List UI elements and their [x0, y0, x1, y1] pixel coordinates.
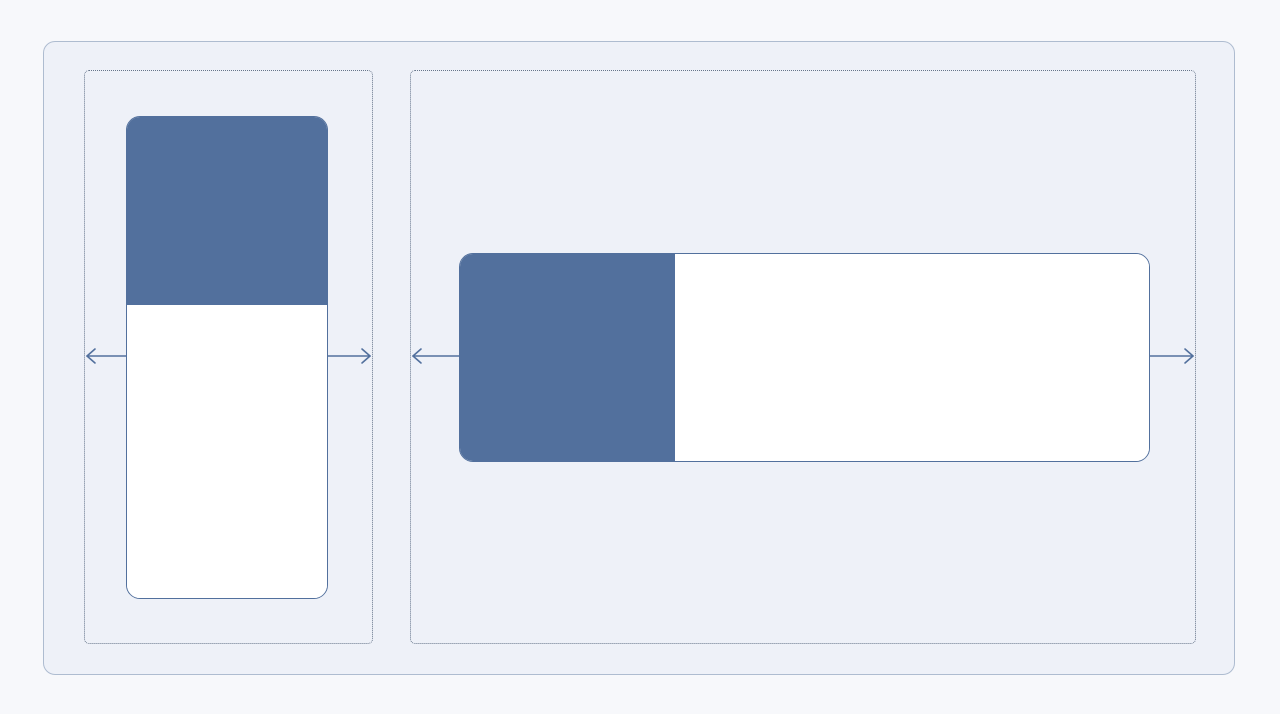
landscape-card	[459, 253, 1150, 462]
landscape-card-body	[675, 254, 1149, 461]
portrait-card	[126, 116, 328, 599]
landscape-layout-zone	[410, 70, 1196, 644]
portrait-card-body	[127, 305, 327, 598]
landscape-card-media	[460, 254, 675, 461]
portrait-layout-zone	[84, 70, 373, 644]
portrait-card-media	[127, 117, 327, 305]
